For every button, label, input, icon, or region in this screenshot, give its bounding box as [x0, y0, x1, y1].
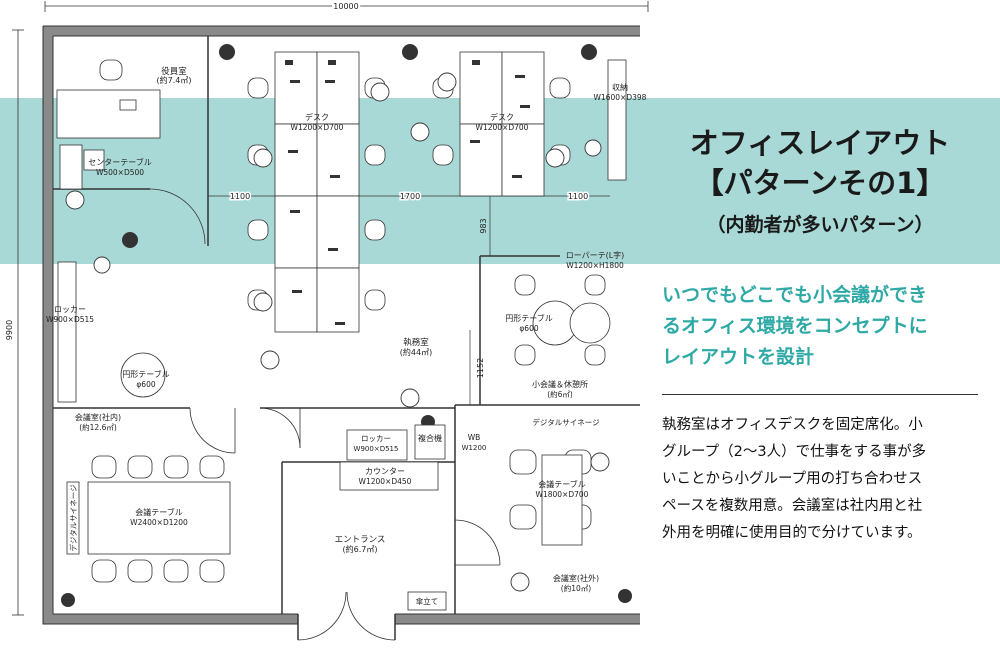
label-center-table-size: W500×D500 — [96, 168, 144, 177]
body-line: グループ（2〜3人）で仕事をする事が多 — [662, 444, 927, 460]
dim-1100-left: 1100 — [230, 192, 250, 201]
chairs — [91, 59, 606, 583]
label-exec-name: 役員室 — [161, 66, 187, 77]
outer-walls — [43, 26, 640, 624]
lockers — [57, 59, 627, 491]
exec-furniture — [56, 89, 161, 190]
laptops — [285, 60, 530, 325]
lead-line: レイアウトを設計 — [662, 346, 815, 368]
label-locker2-name: ロッカー — [361, 434, 391, 443]
body-line: 執務室はオフィスデスクを固定席化。小 — [662, 417, 923, 433]
label-locker1-size: W900×D515 — [46, 315, 94, 324]
body-line: ペースを複数用意。会議室は社内用と社 — [662, 498, 923, 514]
label-center-table-name: センターテーブル — [88, 157, 152, 167]
desk-cluster-2 — [459, 51, 545, 197]
label-round1-name: 円形テーブル — [122, 369, 170, 379]
label-locker1-name: ロッカー — [54, 305, 86, 314]
doors — [149, 188, 501, 641]
body-line: いことから小グループ用の打ち合わせス — [662, 471, 923, 487]
outer-wall-inner-line — [42, 25, 640, 625]
dimension-top — [44, 1, 649, 12]
lead-text: いつでもどこでも小会議ができ るオフィス環境をコンセプトに レイアウトを設計 — [662, 280, 992, 373]
label-desk1-size: W1200×D700 — [291, 123, 344, 132]
label-round2-name: 円形テーブル — [505, 313, 553, 323]
label-entrance-area: (約6.7㎡) — [343, 544, 378, 554]
lead-line: るオフィス環境をコンセプトに — [662, 315, 928, 337]
dim-1700: 1700 — [400, 192, 420, 201]
label-copier: 複合機 — [418, 433, 442, 443]
round-tables — [120, 300, 611, 398]
label-wb-name: WB — [468, 433, 481, 442]
label-small-meeting-name: 小会議＆休憩所 — [532, 379, 588, 389]
lead-line: いつでもどこでも小会議ができ — [662, 284, 928, 306]
label-office-area: (約44㎡) — [400, 347, 432, 357]
label-signage-left: デジタルサイネージ — [68, 484, 78, 552]
label-mtable1-size: W2400×D1200 — [130, 518, 188, 527]
label-desk2-size: W1200×D700 — [476, 123, 529, 132]
body-line: 外用を明確に使用目的で分けています。 — [662, 525, 922, 541]
label-wb-size: W1200 — [462, 444, 487, 452]
label-desk1-name: デスク — [305, 112, 329, 122]
dim-height: 9900 — [5, 320, 14, 340]
label-umbrella: 傘立て — [416, 596, 439, 606]
people — [65, 72, 610, 592]
floor-plan: 10000 9900 — [3, 0, 649, 641]
label-meeting-out-name: 会議室(社外) — [553, 573, 599, 583]
desk-cluster-1 — [274, 51, 360, 333]
label-exec-area: (約7.4㎡) — [157, 75, 192, 85]
label-mtable2-size: W1800×D700 — [536, 490, 589, 499]
label-mtable1-name: 会議テーブル — [135, 507, 183, 517]
divider — [662, 394, 978, 395]
plants — [61, 44, 632, 607]
label-desk2-name: デスク — [490, 112, 514, 122]
label-storage-size: W1600×D398 — [594, 93, 647, 102]
meeting-tables — [66, 454, 583, 611]
title-line-1: オフィスレイアウト — [689, 126, 951, 160]
label-counter-size: W1200×D450 — [359, 477, 412, 486]
label-round2-size: φ600 — [519, 324, 538, 333]
label-small-meeting-area: (約6㎡) — [547, 389, 573, 399]
label-partition-name: ローパーテ(L字) — [566, 250, 625, 260]
label-signage-right: デジタルサイネージ — [532, 417, 600, 427]
label-meeting-out-area: (約10㎡) — [561, 583, 591, 593]
dim-1100-right: 1100 — [568, 192, 588, 201]
label-meeting-in-name: 会議室(社内) — [75, 412, 121, 422]
dim-1152: 1152 — [476, 358, 485, 378]
label-mtable2-name: 会議テーブル — [538, 479, 586, 489]
label-partition-size: W1200×H1800 — [566, 261, 624, 270]
label-meeting-in-area: (約12.6㎡) — [79, 422, 117, 432]
label-round1-size: φ600 — [136, 380, 155, 389]
label-counter-name: カウンター — [365, 467, 405, 476]
label-storage-name: 収納 — [612, 82, 628, 92]
subtitle: （内勤者が多いパターン） — [706, 214, 934, 236]
label-entrance-name: エントランス — [335, 535, 386, 545]
dim-width: 10000 — [333, 2, 358, 11]
description-panel: オフィスレイアウト 【パターンその1】 （内勤者が多いパターン） いつでもどこで… — [640, 98, 1000, 667]
title-line-2: 【パターンその1】 — [694, 166, 946, 200]
label-locker2-size: W900×D515 — [354, 445, 399, 453]
label-office-name: 執務室 — [403, 337, 429, 348]
dimension-left — [12, 29, 24, 616]
dim-983: 983 — [479, 218, 488, 233]
body-text: 執務室はオフィスデスクを固定席化。小 グループ（2〜3人）で仕事をする事が多 い… — [662, 412, 982, 547]
